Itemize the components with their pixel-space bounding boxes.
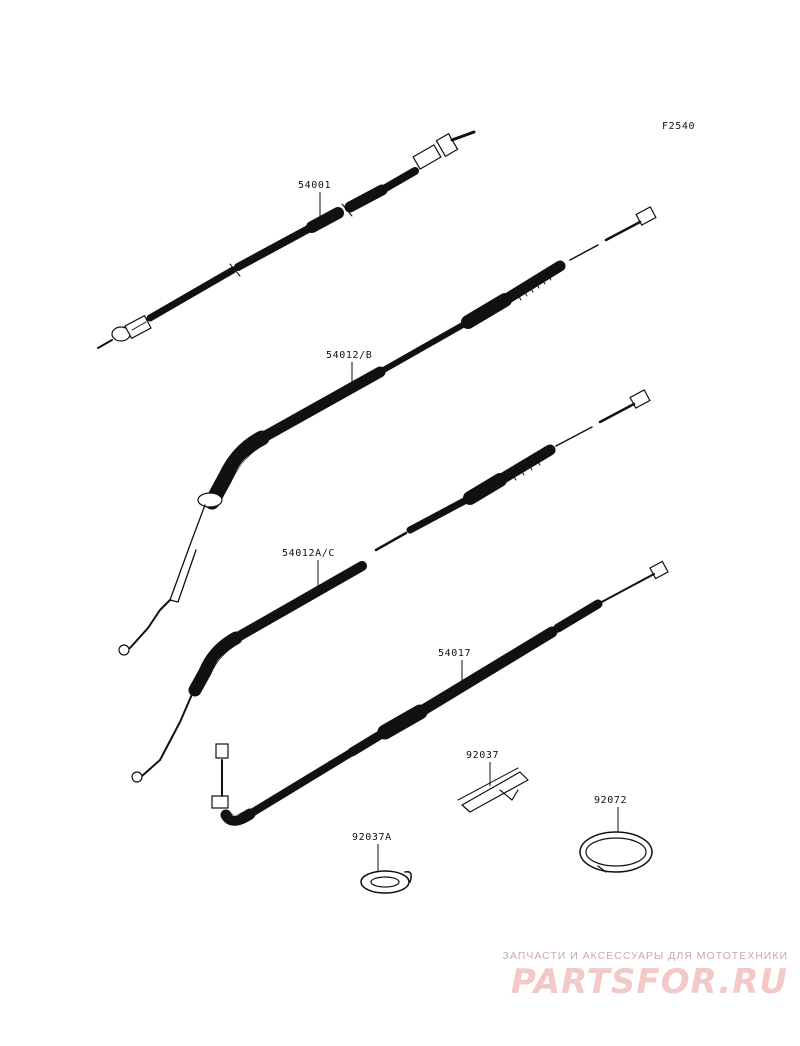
- label-92037a: 92037A: [352, 832, 392, 843]
- cable-54017: [211, 560, 669, 826]
- cable-54012-b: [118, 206, 657, 656]
- watermark-caption: ЗАПЧАСТИ И АКСЕССУАРЫ ДЛЯ МОТОТЕХНИКИ: [502, 950, 788, 962]
- label-54017: 54017: [438, 648, 471, 659]
- clamp-92037: [457, 767, 529, 813]
- label-92037: 92037: [466, 750, 499, 761]
- label-54012a-c: 54012A/C: [282, 548, 335, 559]
- label-92072: 92072: [594, 795, 627, 806]
- cable-54012a-c: [131, 389, 651, 783]
- figure-code: F2540: [662, 121, 695, 132]
- cable-54001: [97, 130, 476, 349]
- label-54001: 54001: [298, 180, 331, 191]
- label-54012-b: 54012/B: [326, 350, 372, 361]
- watermark-logo: PARTSFOR.RU: [510, 962, 788, 1002]
- band-92072: [579, 831, 653, 873]
- clamp-92037a: [360, 870, 412, 894]
